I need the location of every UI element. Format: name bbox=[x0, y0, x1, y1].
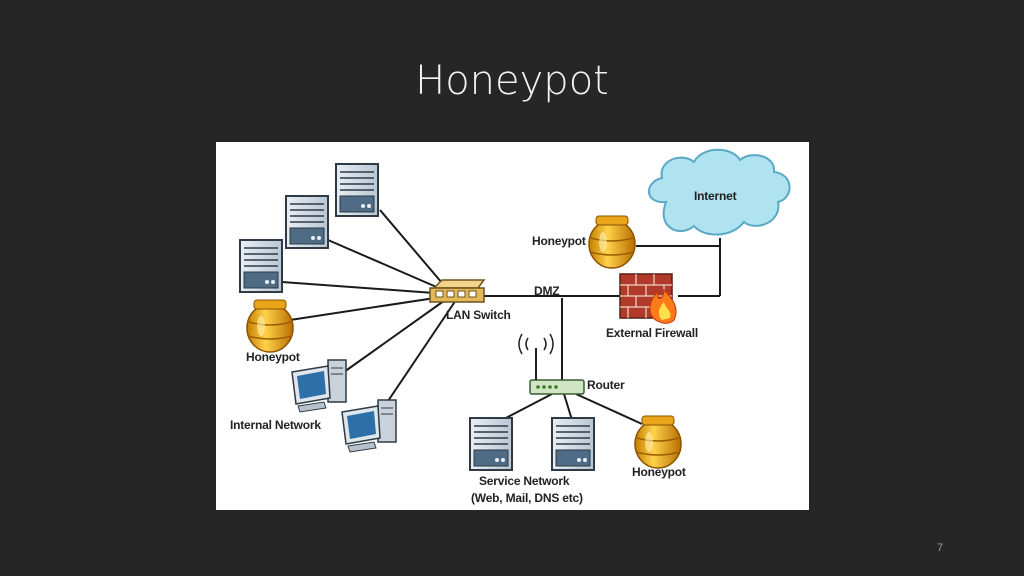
honeypot-icon bbox=[588, 215, 636, 269]
honeypot-service-label: Honeypot bbox=[632, 465, 686, 479]
service-network-detail-label: (Web, Mail, DNS etc) bbox=[471, 491, 583, 505]
server-icon bbox=[335, 163, 379, 217]
workstation-icon bbox=[291, 359, 347, 413]
lan-switch-label: LAN Switch bbox=[446, 308, 511, 322]
honeypot-internal-label: Honeypot bbox=[246, 350, 300, 364]
honeypot-dmz-label: Honeypot bbox=[532, 234, 586, 248]
internal-network-label: Internal Network bbox=[230, 418, 321, 432]
firewall-icon bbox=[619, 273, 677, 324]
honeypot-icon bbox=[246, 299, 294, 353]
server-icon bbox=[469, 417, 513, 471]
service-network-label: Service Network bbox=[479, 474, 570, 488]
router-icon bbox=[518, 333, 585, 395]
internet-cloud bbox=[648, 148, 791, 236]
connection-lines bbox=[281, 209, 721, 425]
server-icon bbox=[551, 417, 595, 471]
page-number: 7 bbox=[937, 542, 944, 554]
external-firewall-label: External Firewall bbox=[606, 326, 698, 340]
dmz-label: DMZ bbox=[534, 284, 560, 298]
router-label: Router bbox=[587, 378, 625, 392]
workstation-icon bbox=[341, 399, 397, 453]
network-diagram: Internet Honeypot DMZ LAN Switch Externa… bbox=[216, 142, 809, 510]
internet-label: Internet bbox=[694, 189, 737, 203]
lan-switch-icon bbox=[429, 279, 486, 303]
server-icon bbox=[239, 239, 283, 293]
honeypot-icon bbox=[634, 415, 682, 469]
server-icon bbox=[285, 195, 329, 249]
slide-title: Honeypot bbox=[415, 58, 609, 104]
